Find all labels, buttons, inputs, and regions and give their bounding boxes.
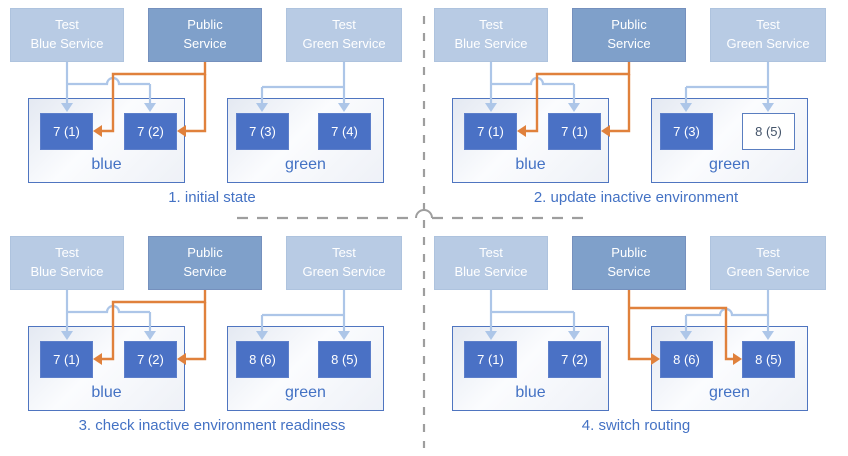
service-label: Blue Service	[30, 264, 104, 279]
service-label: Blue Service	[454, 36, 528, 51]
service-label: Blue Service	[454, 264, 528, 279]
service-label: Test	[332, 17, 356, 33]
test-green-service-box: Test Green Service	[286, 236, 402, 290]
panel-2-update-inactive-environment: Test Blue Service Public Service Test Gr…	[424, 0, 848, 228]
pod-blue-2: 7 (1)	[548, 113, 601, 150]
service-label: Test	[55, 17, 79, 33]
environment-label-blue: blue	[91, 156, 122, 173]
service-label: Green Service	[726, 264, 810, 279]
environment-label-blue: blue	[91, 384, 122, 401]
service-label: Blue Service	[30, 36, 104, 51]
pod-blue-1: 7 (1)	[40, 341, 93, 378]
public-service-box: Public Service	[572, 236, 686, 290]
test-blue-service-box: Test Blue Service	[10, 236, 124, 290]
pod-blue-2: 7 (2)	[548, 341, 601, 378]
test-blue-branch-hop	[67, 304, 150, 314]
pod-green-2: 8 (5)	[742, 113, 795, 150]
service-label: Service	[607, 36, 651, 51]
test-green-service-box: Test Green Service	[710, 8, 826, 62]
pod-blue-1: 7 (1)	[40, 113, 93, 150]
service-label: Test	[756, 245, 780, 261]
pod-green-1: 7 (3)	[660, 113, 713, 150]
public-service-box: Public Service	[148, 236, 262, 290]
test-blue-service-box: Test Blue Service	[434, 8, 548, 62]
service-label: Public	[611, 245, 647, 261]
panel-1-initial-state: Test Blue Service Public Service Test Gr…	[0, 0, 424, 228]
pod-blue-1: 7 (1)	[464, 113, 517, 150]
service-label: Green Service	[726, 36, 810, 51]
environment-label-green: green	[709, 156, 750, 173]
panel-caption: 2. update inactive environment	[533, 189, 739, 206]
pod-blue-2: 7 (2)	[124, 113, 177, 150]
environment-label-green: green	[285, 156, 326, 173]
service-label: Service	[607, 264, 651, 279]
service-label: Public	[187, 245, 223, 261]
service-label: Test	[332, 245, 356, 261]
service-label: Green Service	[302, 264, 386, 279]
panel-4-switch-routing: Test Blue Service Public Service Test Gr…	[424, 228, 848, 456]
pod-green-2: 7 (4)	[318, 113, 371, 150]
service-label: Service	[183, 36, 227, 51]
pod-green-1: 8 (6)	[660, 341, 713, 378]
pod-green-2: 8 (5)	[742, 341, 795, 378]
test-blue-service-box: Test Blue Service	[434, 236, 548, 290]
panel-caption: 3. check inactive environment readiness	[78, 417, 346, 434]
service-label: Test	[55, 245, 79, 261]
environment-label-green: green	[285, 384, 326, 401]
test-blue-service-box: Test Blue Service	[10, 8, 124, 62]
panel-3-check-inactive-environment-readiness: Test Blue Service Public Service Test Gr…	[0, 228, 424, 456]
test-blue-branch-hop	[491, 76, 574, 86]
service-label: Public	[187, 17, 223, 33]
environment-label-green: green	[709, 384, 750, 401]
environment-label-blue: blue	[515, 384, 546, 401]
pod-blue-2: 7 (2)	[124, 341, 177, 378]
service-label: Public	[611, 17, 647, 33]
pod-blue-1: 7 (1)	[464, 341, 517, 378]
pod-green-1: 8 (6)	[236, 341, 289, 378]
test-green-service-box: Test Green Service	[286, 8, 402, 62]
pod-green-2: 8 (5)	[318, 341, 371, 378]
public-service-box: Public Service	[148, 8, 262, 62]
service-label: Green Service	[302, 36, 386, 51]
pod-green-1: 7 (3)	[236, 113, 289, 150]
environment-label-blue: blue	[515, 156, 546, 173]
service-label: Test	[479, 17, 503, 33]
test-green-branch-hop	[686, 307, 768, 317]
service-label: Test	[756, 17, 780, 33]
test-blue-branch-hop	[67, 76, 150, 86]
test-green-service-box: Test Green Service	[710, 236, 826, 290]
panel-caption: 4. switch routing	[581, 417, 691, 434]
service-label: Test	[479, 245, 503, 261]
service-label: Service	[183, 264, 227, 279]
public-service-box: Public Service	[572, 8, 686, 62]
panel-caption: 1. initial state	[168, 189, 256, 206]
